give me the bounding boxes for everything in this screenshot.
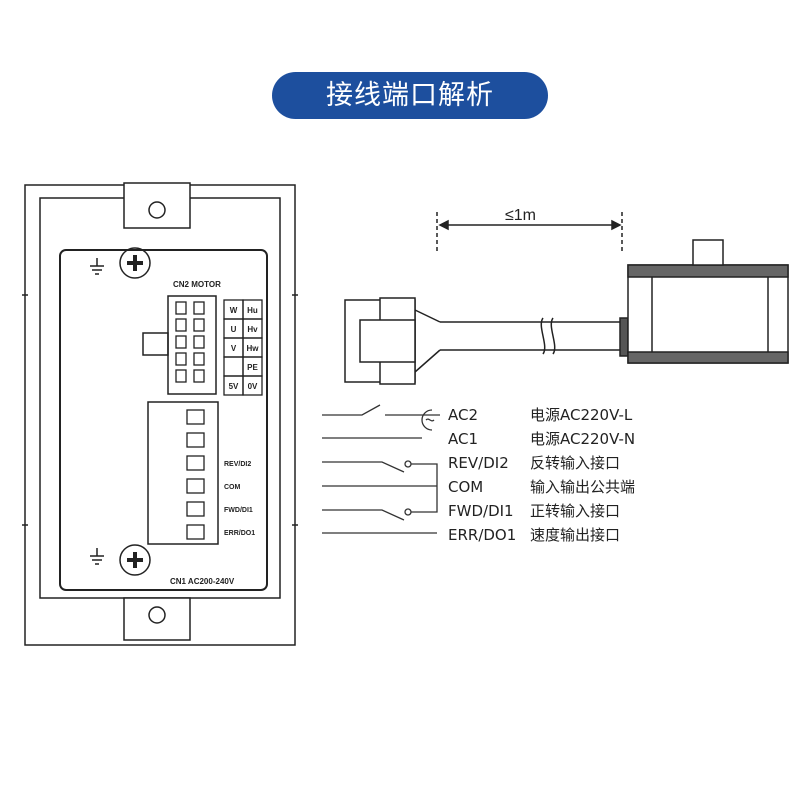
terminal-description: 速度输出接口 [530, 526, 620, 544]
screw-icon [119, 247, 151, 279]
terminal-description: 正转输入接口 [530, 502, 620, 520]
terminal-slot [186, 501, 205, 517]
connector-pin [193, 301, 205, 315]
pin-label: W [230, 306, 238, 315]
terminal-description: 反转输入接口 [530, 454, 620, 472]
cn1-label: CN1 AC200-240V [170, 577, 235, 586]
terminal-slot [186, 409, 205, 425]
wiring-lines [322, 404, 440, 534]
pin-label: V [231, 344, 237, 353]
motor-assembly [344, 212, 789, 385]
connector-pin [175, 335, 187, 349]
terminal-label: REV/DI2 [224, 461, 251, 468]
connector-pin [193, 318, 205, 332]
terminal-name: FWD/DI1 [448, 502, 514, 520]
terminal-description: 电源AC220V-N [530, 430, 635, 448]
terminal-name: ERR/DO1 [448, 526, 516, 544]
terminal-description: 输入输出公共端 [530, 478, 635, 496]
terminal-label: FWD/DI1 [224, 507, 253, 514]
connector-pin [175, 369, 187, 383]
pin-label-cell [242, 375, 263, 396]
terminal-description: 电源AC220V-L [530, 406, 633, 424]
terminal-label: COM [224, 484, 241, 491]
ground-icon [90, 548, 104, 565]
pin-label: 0V [248, 382, 258, 391]
connector-pin [175, 318, 187, 332]
connector-pin [175, 301, 187, 315]
page-title: 接线端口解析 [272, 72, 548, 119]
pin-label: Hw [247, 344, 260, 353]
terminal-name: AC1 [448, 430, 478, 448]
connector-pin [193, 352, 205, 366]
terminal-name: AC2 [448, 406, 478, 424]
terminal-slot [186, 455, 205, 471]
terminal-slot [186, 432, 205, 448]
wiring-labels: AC2 电源AC220V-L AC1 电源AC220V-N REV/DI2 反转输入接口 C… [448, 406, 635, 544]
terminal-name: COM [448, 478, 483, 496]
pin-label: PE [247, 363, 258, 372]
screw-icon [119, 544, 151, 576]
pin-label: 5V [229, 382, 239, 391]
terminal-name: REV/DI2 [448, 454, 509, 472]
ground-icon [90, 258, 104, 275]
terminal-slot [186, 478, 205, 494]
cable-length-label: ≤1m [505, 207, 536, 224]
pin-label: Hu [247, 306, 258, 315]
terminal-slot [186, 524, 205, 540]
terminal-label: ERR/DO1 [224, 530, 255, 537]
connector-pin [193, 335, 205, 349]
connector-pin [193, 369, 205, 383]
pin-label: U [231, 325, 237, 334]
connector-pin [175, 352, 187, 366]
pin-label: Hv [247, 325, 258, 334]
controller-device [22, 182, 298, 646]
cn2-label: CN2 MOTOR [173, 280, 221, 289]
